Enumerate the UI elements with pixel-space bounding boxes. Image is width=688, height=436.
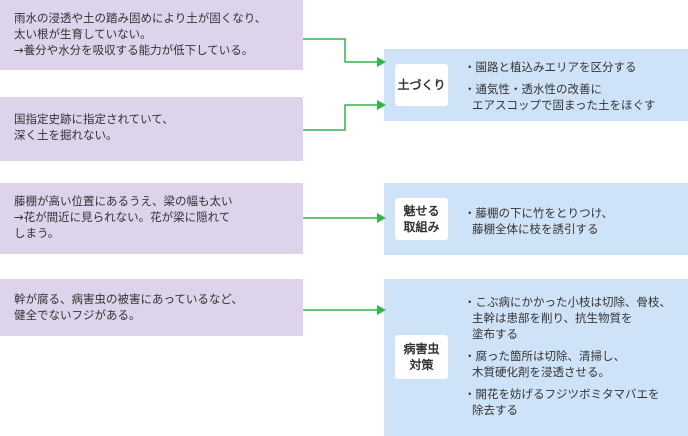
measure-item-line: ・開花を妨げるフジツボミタマバエを xyxy=(464,387,660,401)
problem-text-line: 藤棚が高い位置にあるうえ、梁の幅も太い xyxy=(14,194,233,208)
measure-items: ・藤棚の下に竹をとりつけ、 藤棚全体に枝を誘引する xyxy=(464,205,613,237)
measure-box-pest-control: 病害虫 対策 ・こぶ病にかかった小枝は切除、骨枝、 主幹は患部を削り、抗生物質を… xyxy=(384,279,688,436)
problem-text-line: 健全でないフジがある。 xyxy=(14,308,141,322)
problem-text-line: しまう。 xyxy=(14,226,60,240)
measure-items: ・園路と植込みエリアを区分する ・通気性・透水性の改善に エアスコップで固まった… xyxy=(464,59,656,113)
measure-item: ・開花を妨げるフジツボミタマバエを 除去する xyxy=(464,386,671,418)
problem-text-line: 幹が腐る、病害虫の被害にあっているなど、 xyxy=(14,292,243,306)
measure-box-attractive-display: 魅せる 取組み ・藤棚の下に竹をとりつけ、 藤棚全体に枝を誘引する xyxy=(384,183,688,255)
measure-item: ・藤棚の下に竹をとりつけ、 藤棚全体に枝を誘引する xyxy=(464,205,613,237)
measure-item-line: ・腐った箇所は切除、清掃し、 xyxy=(464,349,625,363)
problem-text-line: 太い根が生育していない。 xyxy=(14,27,152,41)
measure-item-line: 木質硬化剤を浸透させる。 xyxy=(472,365,610,379)
measure-item-line: ・藤棚の下に竹をとりつけ、 xyxy=(464,206,614,220)
measure-label-line: 魅せる xyxy=(403,204,440,218)
measure-label-soil-improvement: 土づくり xyxy=(395,64,448,106)
problem-box-unhealthy-wisteria: 幹が腐る、病害虫の被害にあっているなど、 健全でないフジがある。 xyxy=(0,279,303,336)
measure-label-attractive-display: 魅せる 取組み xyxy=(395,198,448,240)
measure-item-line: 藤棚全体に枝を誘引する xyxy=(472,222,599,236)
measure-item-line: エアスコップで固まった土をほぐす xyxy=(472,98,656,112)
problem-text-line: 深く土を掘れない。 xyxy=(14,128,118,142)
measure-item-line: ・こぶ病にかかった小枝は切除、骨枝、 xyxy=(464,295,671,309)
measure-item: ・腐った箇所は切除、清掃し、 木質硬化剤を浸透させる。 xyxy=(464,348,671,380)
measure-items: ・こぶ病にかかった小枝は切除、骨枝、 主幹は患部を削り、抗生物質を 塗布する ・… xyxy=(464,294,671,418)
measure-item: ・通気性・透水性の改善に エアスコップで固まった土をほぐす xyxy=(464,81,656,113)
measure-item-line: ・通気性・透水性の改善に xyxy=(464,82,602,96)
measure-label-line: 対策 xyxy=(409,358,434,372)
connector-line-soil-hardening xyxy=(303,38,378,63)
problem-text-line: 国指定史跡に指定されていて、 xyxy=(14,112,174,126)
problem-box-soil-hardening: 雨水の浸透や土の踏み固めにより土が固くなり、 太い根が生育していない。 →養分や… xyxy=(0,0,303,70)
measure-item: ・こぶ病にかかった小枝は切除、骨枝、 主幹は患部を削り、抗生物質を 塗布する xyxy=(464,294,671,342)
measure-label-line: 土づくり xyxy=(397,78,446,92)
problem-text-line: →養分や水分を吸収する能力が低下している。 xyxy=(14,43,254,57)
measure-item: ・園路と植込みエリアを区分する xyxy=(464,59,656,75)
measure-box-soil-improvement: 土づくり ・園路と植込みエリアを区分する ・通気性・透水性の改善に エアスコップ… xyxy=(384,49,688,121)
measure-item-line: ・園路と植込みエリアを区分する xyxy=(464,60,637,74)
measure-label-pest-control: 病害虫 対策 xyxy=(395,335,448,379)
problem-box-historic-site: 国指定史跡に指定されていて、 深く土を掘れない。 xyxy=(0,97,303,161)
measure-label-line: 病害虫 xyxy=(403,342,440,356)
problem-text-line: 雨水の浸透や土の踏み固めにより土が固くなり、 xyxy=(14,11,267,25)
connector-line-historic-site xyxy=(303,104,378,131)
measure-item-line: 塗布する xyxy=(472,327,518,341)
problem-box-trellis-height: 藤棚が高い位置にあるうえ、梁の幅も太い →花が間近に見られない。花が梁に隠れて … xyxy=(0,183,303,254)
measure-label-line: 取組み xyxy=(403,220,440,234)
problem-text-line: →花が間近に見られない。花が梁に隠れて xyxy=(14,210,231,224)
measure-item-line: 主幹は患部を削り、抗生物質を xyxy=(472,311,633,325)
measure-item-line: 除去する xyxy=(472,403,518,417)
